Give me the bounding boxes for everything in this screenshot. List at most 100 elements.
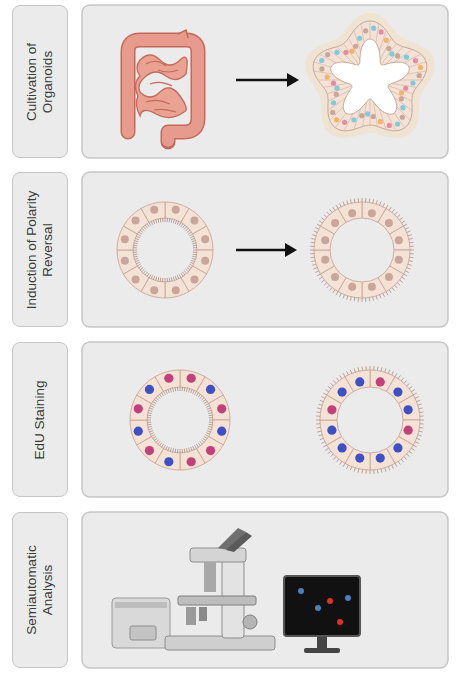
microvillus xyxy=(193,446,195,450)
microvillus xyxy=(196,393,198,396)
microvillus xyxy=(409,238,413,240)
microvillus xyxy=(167,278,168,282)
microvillus xyxy=(397,283,400,286)
epithelial-cell xyxy=(320,420,341,445)
microvillus xyxy=(415,442,419,444)
nucleus xyxy=(385,219,393,227)
microvillus xyxy=(395,285,398,288)
microvillus xyxy=(347,371,349,375)
microvillus xyxy=(398,375,400,378)
microvillus xyxy=(208,429,212,430)
microvillus xyxy=(191,238,195,239)
microvillus xyxy=(189,264,192,266)
cell-nucleus xyxy=(343,50,348,55)
microvillus xyxy=(158,396,161,399)
cell-border xyxy=(318,80,340,81)
microvillus xyxy=(133,252,137,253)
microvillus xyxy=(179,222,181,225)
microvillus xyxy=(187,230,190,232)
microvillus xyxy=(420,415,424,416)
microvillus xyxy=(166,446,168,450)
microvillus xyxy=(385,468,386,472)
nucleus xyxy=(393,387,402,396)
cell-nucleus xyxy=(403,86,408,91)
cell-nucleus xyxy=(417,73,422,78)
nucleus xyxy=(217,427,226,436)
nucleus xyxy=(376,377,385,386)
nucleus xyxy=(172,286,180,294)
nucleus xyxy=(201,257,209,265)
cell-nucleus xyxy=(349,49,354,54)
microvillus xyxy=(165,278,166,282)
cell-nucleus xyxy=(400,115,405,120)
cell-nucleus xyxy=(371,26,376,31)
microvillus xyxy=(336,292,338,295)
microvillus xyxy=(143,271,146,274)
microvillus xyxy=(206,406,210,408)
microvillus xyxy=(354,297,356,301)
microvillus xyxy=(419,427,423,429)
cell-nucleus xyxy=(371,114,376,119)
cell-border xyxy=(328,49,346,62)
microscope-vent xyxy=(115,602,167,608)
microvillus xyxy=(314,268,318,269)
cell-nucleus xyxy=(399,90,404,95)
microvillus xyxy=(172,388,174,392)
epithelial-cell xyxy=(165,278,189,298)
microvillus xyxy=(369,297,371,301)
microvillus xyxy=(354,468,355,472)
microvillus xyxy=(330,209,332,212)
microvillus xyxy=(204,401,207,403)
microvillus xyxy=(376,296,377,300)
microvillus xyxy=(370,366,371,370)
microvillus xyxy=(175,449,177,453)
microvillus xyxy=(400,280,403,282)
microvillus xyxy=(386,205,388,208)
step-label: Cultivation of Organoids xyxy=(24,14,56,149)
arrow-shaft xyxy=(236,79,290,82)
microvillus xyxy=(417,438,421,439)
nucleus xyxy=(395,236,403,244)
microvillus xyxy=(311,257,315,259)
microvillus xyxy=(135,260,139,261)
microvillus xyxy=(312,264,316,265)
cell-nucleus xyxy=(331,81,336,86)
microvillus xyxy=(147,422,151,423)
microvillus xyxy=(149,431,153,432)
microvillus xyxy=(321,397,325,399)
microvillus xyxy=(188,232,191,234)
microvillus xyxy=(143,227,146,230)
microvillus xyxy=(156,398,159,401)
microvillus xyxy=(177,221,179,225)
cell-dot xyxy=(345,595,351,601)
cell-nucleus xyxy=(389,51,394,56)
microvillus xyxy=(135,238,139,239)
step-label: Semiautomatic Analysis xyxy=(24,521,56,659)
microvillus xyxy=(401,378,403,381)
process-arrow xyxy=(236,243,297,257)
microvillus xyxy=(147,417,151,418)
microvillus xyxy=(343,202,344,206)
microvillus xyxy=(398,461,400,464)
microvillus xyxy=(161,393,163,396)
microvillus xyxy=(401,459,403,462)
microvillus xyxy=(347,465,349,469)
cell-rings xyxy=(117,198,424,474)
nucleus xyxy=(331,273,339,281)
nucleus xyxy=(150,206,158,214)
focus-knob xyxy=(243,615,257,629)
microvillus xyxy=(193,390,195,394)
step-label-box: Induction of Polarity Reversal xyxy=(12,172,68,327)
cell-border xyxy=(394,113,405,128)
microvillus xyxy=(169,218,171,222)
microvillus xyxy=(181,224,183,227)
microvillus xyxy=(171,277,173,281)
microvillus xyxy=(405,271,409,273)
microvillus xyxy=(419,407,423,409)
cell-nucleus xyxy=(357,36,362,41)
microvillus xyxy=(417,400,421,401)
microvillus xyxy=(168,389,169,393)
microvillus xyxy=(395,212,398,215)
nucleus xyxy=(368,283,376,291)
